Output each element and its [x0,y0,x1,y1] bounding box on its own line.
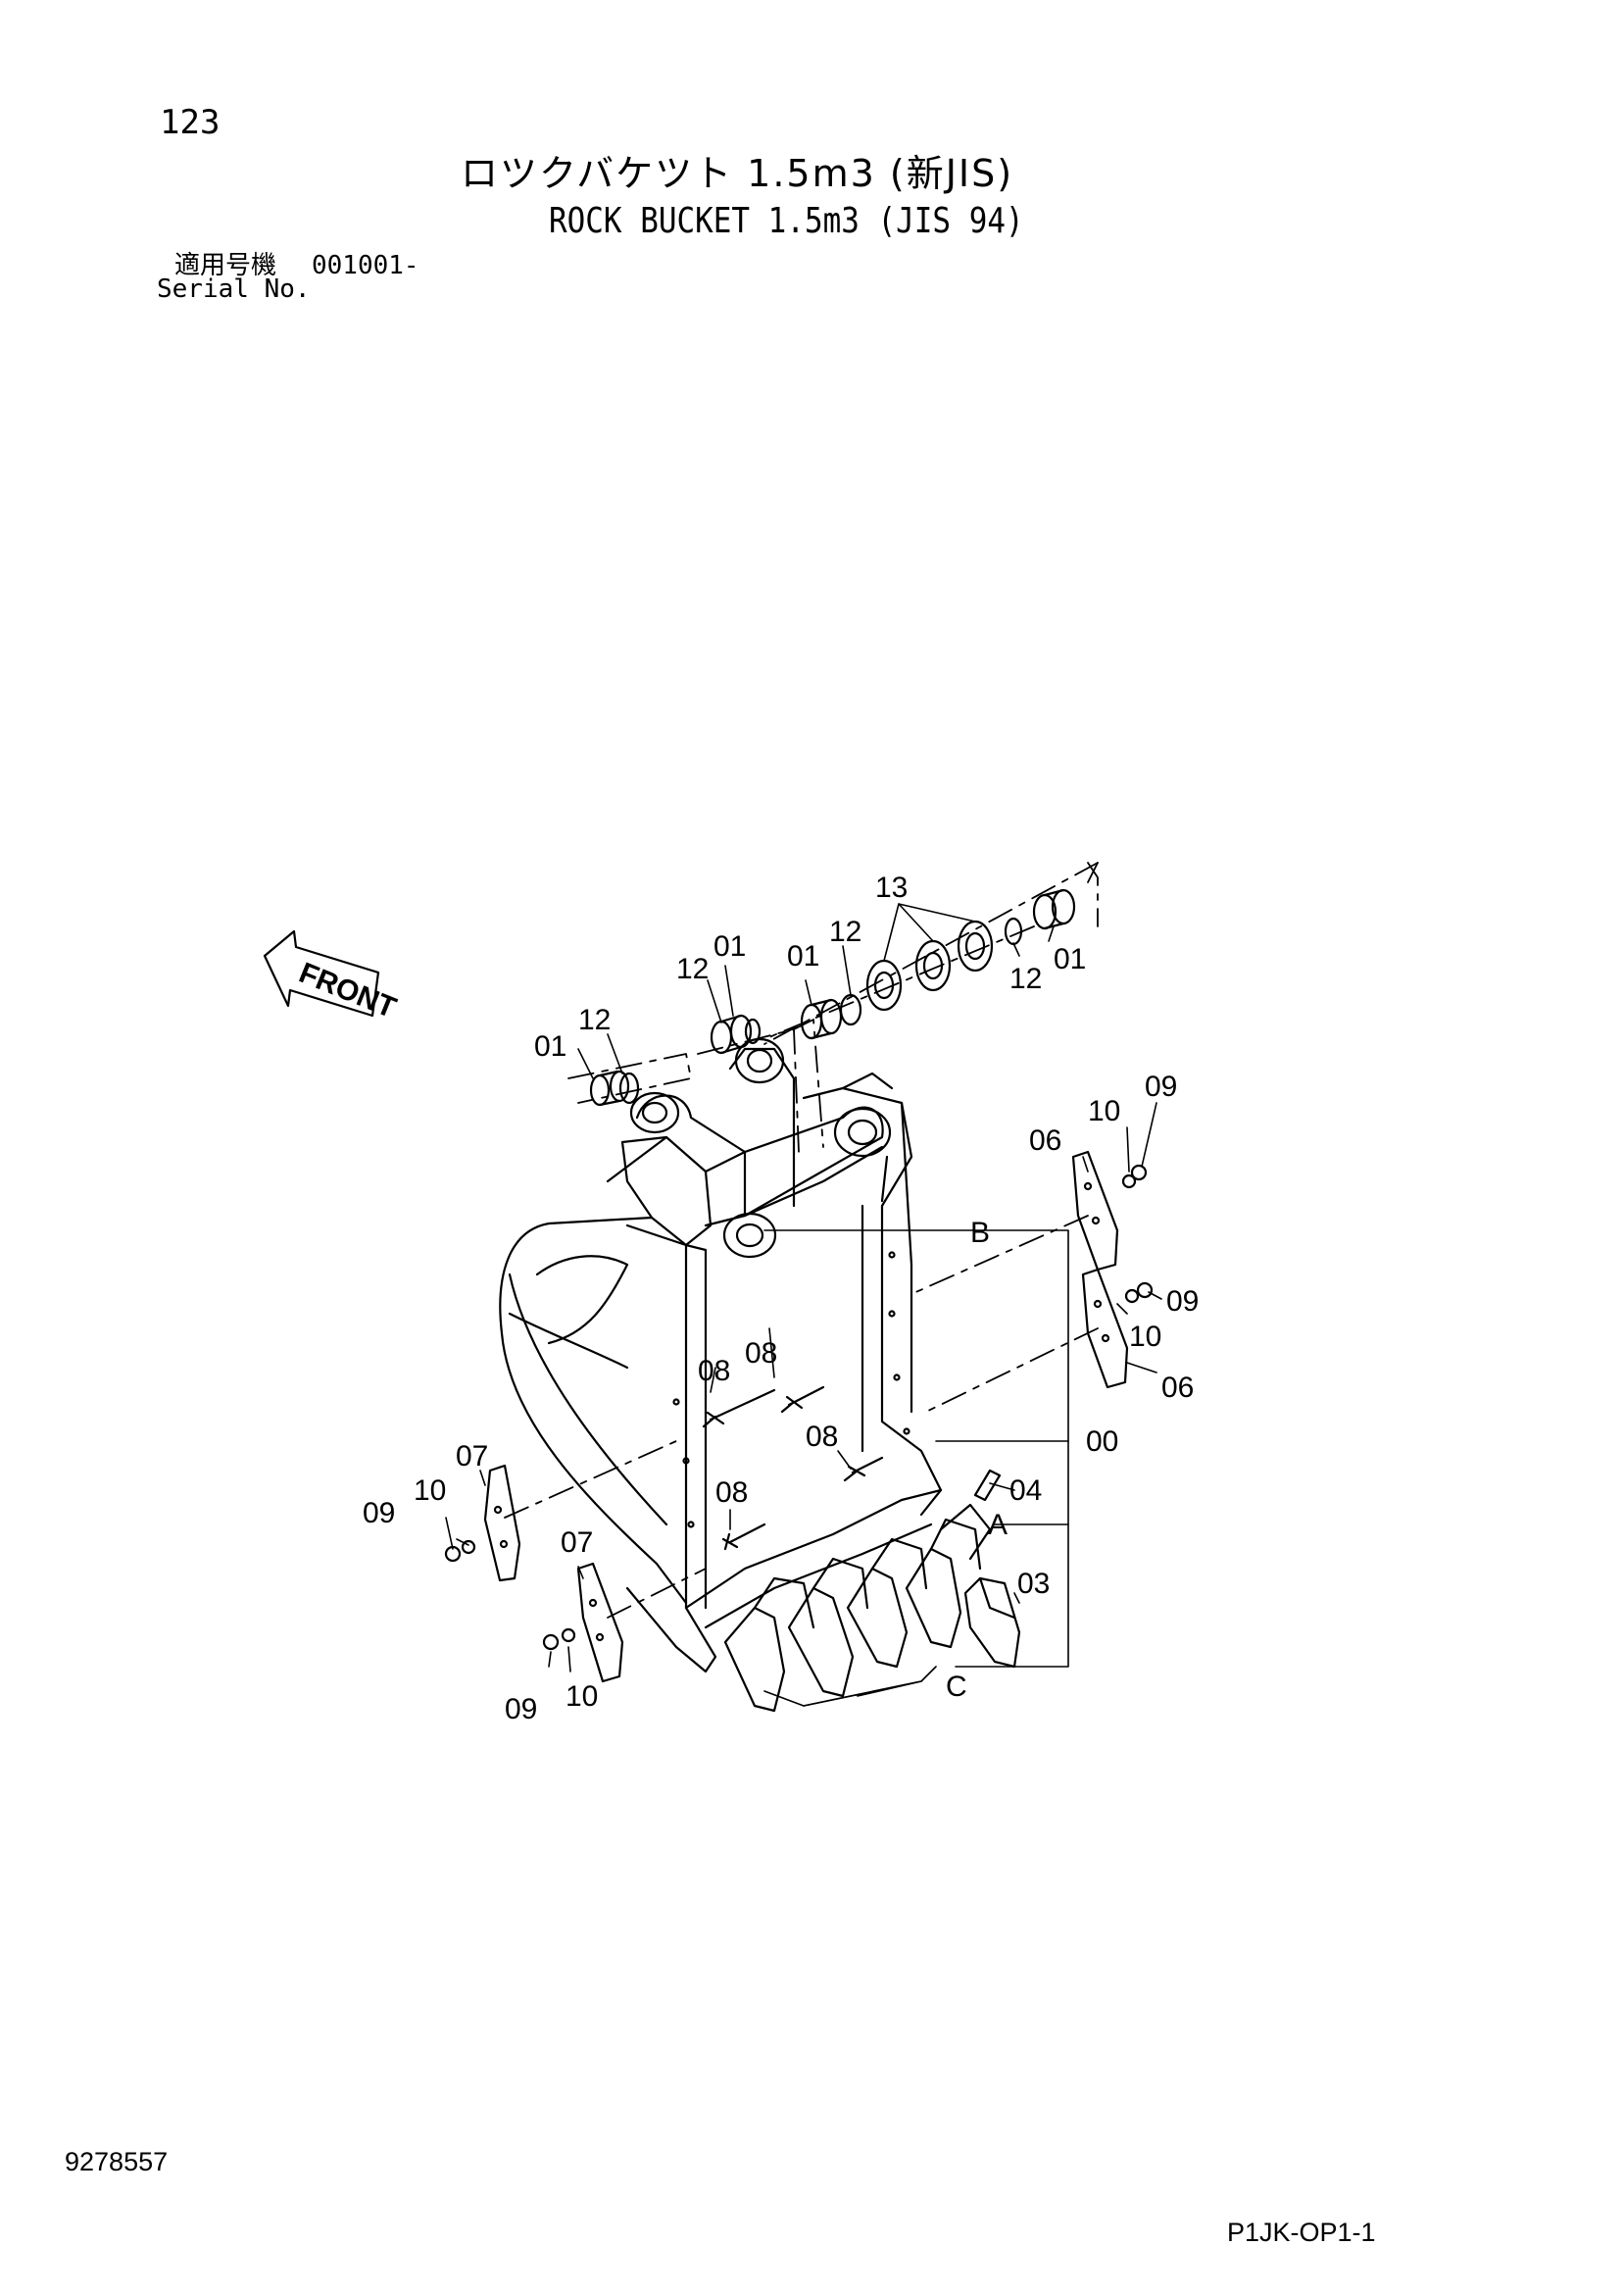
callout-09: 09 [505,1693,537,1725]
front-label: FRONT [294,957,400,1024]
document-number: 9278557 [65,2147,169,2176]
callout-01: 01 [1054,943,1086,975]
callout-06: 06 [1029,1124,1061,1157]
page-code: P1JK-OP1-1 [1227,2218,1376,2247]
callout-07: 07 [456,1440,488,1472]
callout-07: 07 [561,1526,593,1559]
callout-B: B [970,1217,990,1249]
title-japanese: ロツクバケツト 1.5m3 (新JIS) [461,152,1014,195]
callout-01: 01 [787,940,819,973]
bucket-teeth [723,1469,1021,1713]
callout-08: 08 [698,1355,730,1387]
callout-08: 08 [745,1337,777,1370]
leader-lines [445,903,1162,1707]
assembly-dashed-lines [504,862,1099,1619]
callout-12: 12 [578,1004,611,1036]
callout-09: 09 [363,1497,395,1529]
callout-12: 12 [1009,963,1042,995]
page-number: 123 [160,103,221,142]
callout-09: 09 [1145,1071,1177,1103]
callout-10: 10 [566,1680,598,1713]
callout-10: 10 [1088,1095,1120,1127]
bucket-body [499,1037,943,1673]
callout-03: 03 [1017,1568,1050,1600]
title-english: ROCK BUCKET 1.5m3 (JIS 94) [549,201,1024,241]
callout-labels: 13 01 12 01 12 12 01 01 12 10 09 06 B 09… [363,872,1199,1725]
front-arrow-icon: FRONT [263,929,401,1024]
serial-label-japanese: 適用号機 [174,251,277,280]
callout-01: 01 [713,930,746,963]
serial-label-english: Serial No. [157,275,311,304]
callout-C: C [946,1671,967,1703]
callout-09: 09 [1166,1285,1199,1318]
callout-12: 12 [829,916,861,948]
callout-A: A [988,1509,1008,1541]
callout-13: 13 [875,872,908,904]
callout-06: 06 [1161,1372,1194,1404]
callout-10: 10 [414,1474,446,1507]
callout-01: 01 [534,1030,566,1063]
callout-08: 08 [715,1476,748,1509]
side-cutters [444,1150,1154,1683]
callout-08: 08 [806,1421,838,1453]
callout-00: 00 [1086,1425,1118,1458]
callout-04: 04 [1009,1474,1042,1507]
serial-value: 001001- [312,251,419,280]
callout-12: 12 [676,953,709,985]
callout-10: 10 [1129,1321,1161,1353]
